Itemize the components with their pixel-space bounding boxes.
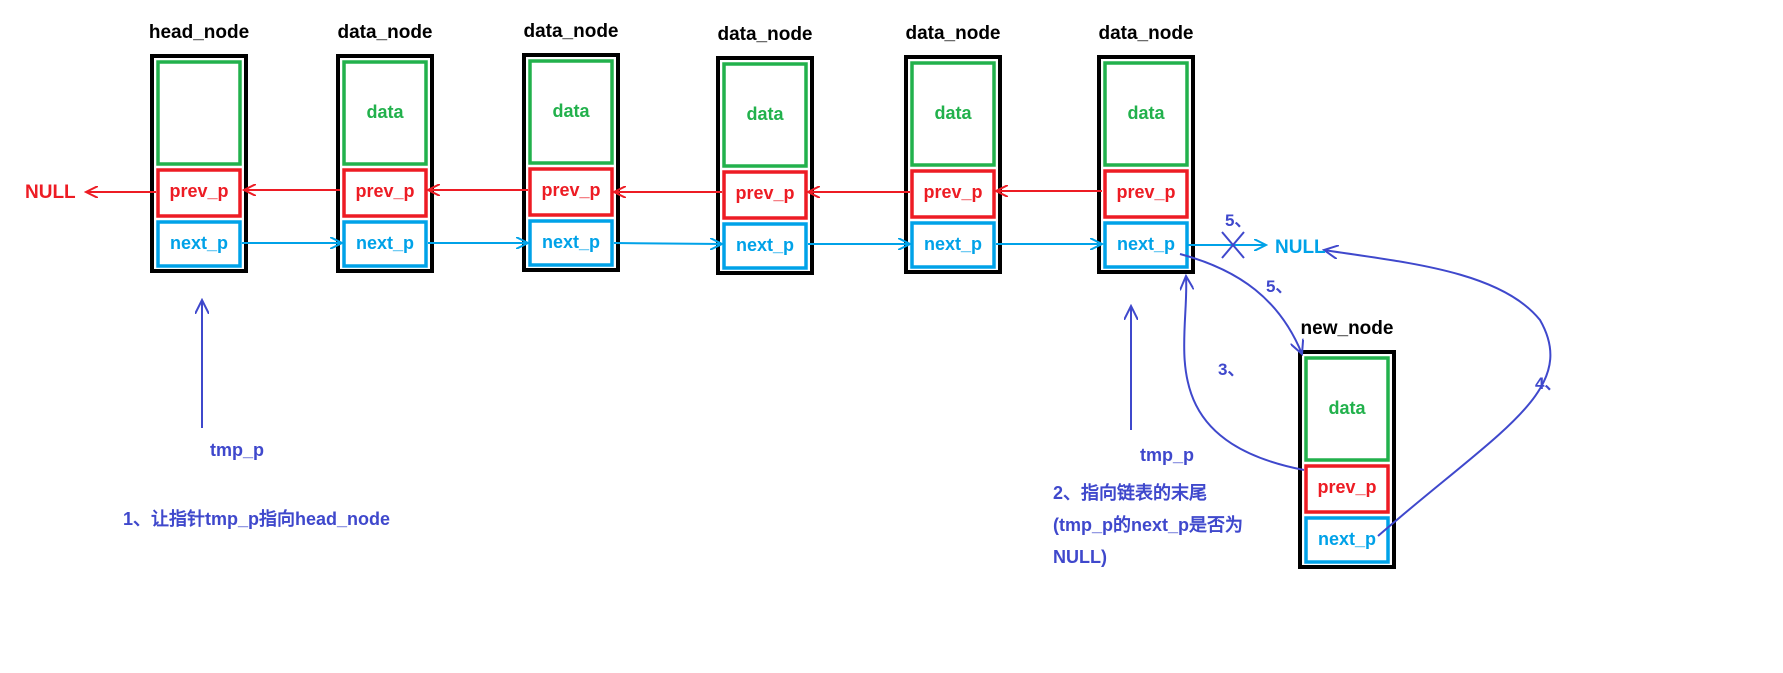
step3-label: 3、 xyxy=(1218,360,1244,379)
list-node-5-data-label: data xyxy=(1127,103,1165,123)
new-node-title: new_node xyxy=(1301,318,1394,339)
list-node-3-prev-label: prev_p xyxy=(735,183,794,203)
list-node-1-next-label: next_p xyxy=(356,233,414,253)
list-node-2-title: data_node xyxy=(523,21,618,42)
list-node-5-data-cell xyxy=(1103,61,1189,167)
list-node-2-next-label: next_p xyxy=(542,232,600,252)
step2-note-line-1: 2、指向链表的末尾 xyxy=(1053,482,1207,503)
next-pointer-arrows xyxy=(242,243,1266,245)
list-node-0-title: head_node xyxy=(149,22,249,43)
step2-note-line-2: (tmp_p的next_p是否为 xyxy=(1053,514,1243,535)
list-node-4-next-label: next_p xyxy=(924,234,982,254)
step3-curve-newprev-to-tail xyxy=(1184,276,1305,471)
list-node-1-title: data_node xyxy=(337,22,432,43)
list-node-3-data-cell xyxy=(722,62,808,168)
list-node-0-prev-cell xyxy=(156,168,242,218)
list-node-1-data-label: data xyxy=(366,102,404,122)
prev-pointer-arrows xyxy=(86,190,1102,192)
step5-label-top: 5、 xyxy=(1225,211,1251,230)
list-node-5-next-cell xyxy=(1103,221,1189,269)
list-node-5-prev-label: prev_p xyxy=(1116,182,1175,202)
list-node-0-prev-label: prev_p xyxy=(169,181,228,201)
list-node-4-title: data_node xyxy=(905,23,1000,44)
new-node-next-cell xyxy=(1304,516,1390,564)
null-right-label: NULL xyxy=(1275,237,1326,258)
list-node-5-prev-cell xyxy=(1103,169,1189,219)
list-node-0-next-cell xyxy=(156,220,242,268)
new-node-data-cell xyxy=(1304,356,1390,462)
step5-label-curve: 5、 xyxy=(1266,277,1292,296)
list-node-3-title: data_node xyxy=(717,24,812,45)
list-node-1-data-cell xyxy=(342,60,428,166)
tmp-pointer-arrows xyxy=(202,300,1131,430)
tmp-pointer-label-tail: tmp_p xyxy=(1140,445,1194,465)
text-labels: NULL NULL tmp_p tmp_p 1、让指针tmp_p指向head_n… xyxy=(25,182,1561,567)
step1-note: 1、让指针tmp_p指向head_node xyxy=(123,508,390,529)
list-node-0-data-cell xyxy=(156,60,242,166)
list-node-2-next-cell xyxy=(528,219,614,267)
tmp-pointer-label-head: tmp_p xyxy=(210,440,264,460)
list-node-4-next-cell xyxy=(910,221,996,269)
new-node-data-label: data xyxy=(1328,398,1366,418)
list-node-2-prev-cell xyxy=(528,167,614,217)
list-node-2-data-cell xyxy=(528,59,614,165)
new-node-next-label: next_p xyxy=(1318,529,1376,549)
list-node-3-data-label: data xyxy=(746,104,784,124)
new-node-prev-cell xyxy=(1304,464,1390,514)
list-node-2-prev-label: prev_p xyxy=(541,180,600,200)
step2-note-line-3: NULL) xyxy=(1053,547,1107,567)
list-node-5-title: data_node xyxy=(1098,23,1193,44)
next-arrow-3 xyxy=(613,243,722,244)
list-node-4-data-cell xyxy=(910,61,996,167)
list-node-1-next-cell xyxy=(342,220,428,268)
list-node-4-prev-label: prev_p xyxy=(923,182,982,202)
insertion-step-curves xyxy=(1179,250,1552,537)
step4-label: 4、 xyxy=(1535,374,1561,393)
list-node-0: head_node prev_p next_p xyxy=(149,22,249,273)
list-node-1-prev-label: prev_p xyxy=(355,181,414,201)
new-node-prev-label: prev_p xyxy=(1317,477,1376,497)
list-node-4-data-label: data xyxy=(934,103,972,123)
step5-curve-tailnext-to-newnode xyxy=(1179,253,1302,354)
list-node-0-next-label: next_p xyxy=(170,233,228,253)
break-link-cross-mark xyxy=(1221,231,1245,259)
list-node-2-data-label: data xyxy=(552,101,590,121)
null-left-label: NULL xyxy=(25,182,76,203)
list-node-3-next-label: next_p xyxy=(736,235,794,255)
step4-curve-newnext-to-null xyxy=(1324,250,1552,537)
list-node-5-next-label: next_p xyxy=(1117,234,1175,254)
